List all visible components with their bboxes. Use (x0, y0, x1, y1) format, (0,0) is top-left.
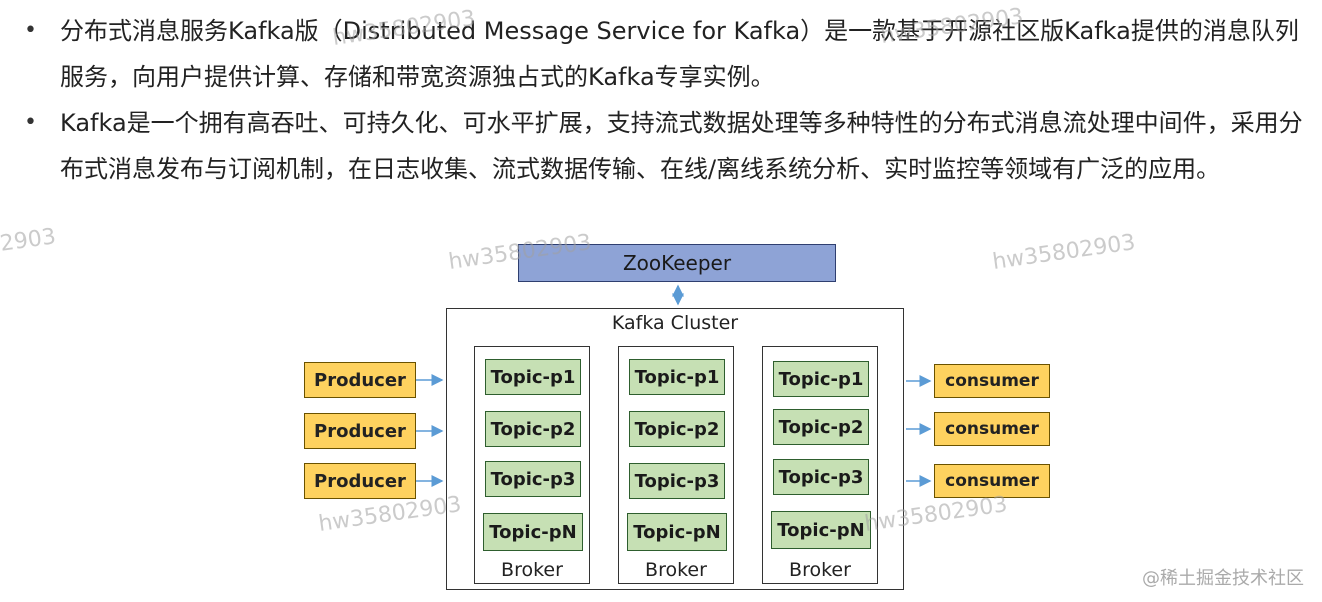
topic-partition: Topic-pN (771, 511, 871, 549)
producer-box: Producer (304, 463, 416, 499)
kafka-cluster-label: Kafka Cluster (611, 312, 739, 334)
producer-box: Producer (304, 413, 416, 449)
topic-partition: Topic-p2 (629, 411, 725, 447)
producer-box: Producer (304, 362, 416, 398)
bullet-text: Kafka是一个拥有高吞吐、可持久化、可水平扩展，支持流式数据处理等多种特性的分… (60, 109, 1303, 183)
topic-partition: Topic-p3 (773, 459, 869, 495)
topic-partition: Topic-pN (627, 513, 727, 551)
bullet-text: 分布式消息服务Kafka版（Distributed Message Servic… (60, 17, 1299, 91)
topic-partition: Topic-p1 (629, 359, 725, 395)
broker-box: Topic-p1 Topic-p2 Topic-p3 Topic-pN Brok… (762, 346, 878, 584)
topic-partition: Topic-p3 (629, 463, 725, 499)
broker-label: Broker (645, 559, 707, 581)
bullet-list: • 分布式消息服务Kafka版（Distributed Message Serv… (24, 8, 1314, 192)
zookeeper-box: ZooKeeper (518, 244, 836, 282)
bullet-marker: • (24, 18, 37, 43)
topic-partition: Topic-p2 (485, 411, 581, 447)
topic-partition: Topic-p3 (485, 461, 581, 497)
bullet-item: • 分布式消息服务Kafka版（Distributed Message Serv… (24, 8, 1314, 100)
topic-partition: Topic-p1 (485, 359, 581, 395)
credit-text: @稀土掘金技术社区 (1142, 568, 1304, 589)
consumer-box: consumer (934, 412, 1050, 446)
broker-label: Broker (501, 559, 563, 581)
consumer-box: consumer (934, 464, 1050, 498)
topic-partition: Topic-p2 (773, 409, 869, 445)
broker-box: Topic-p1 Topic-p2 Topic-p3 Topic-pN Brok… (474, 346, 590, 584)
bullet-item: • Kafka是一个拥有高吞吐、可持久化、可水平扩展，支持流式数据处理等多种特性… (24, 100, 1314, 192)
topic-partition: Topic-pN (483, 513, 583, 551)
topic-partition: Topic-p1 (773, 361, 869, 397)
broker-box: Topic-p1 Topic-p2 Topic-p3 Topic-pN Brok… (618, 346, 734, 584)
broker-label: Broker (789, 559, 851, 581)
consumer-box: consumer (934, 364, 1050, 398)
bullet-marker: • (24, 110, 37, 135)
